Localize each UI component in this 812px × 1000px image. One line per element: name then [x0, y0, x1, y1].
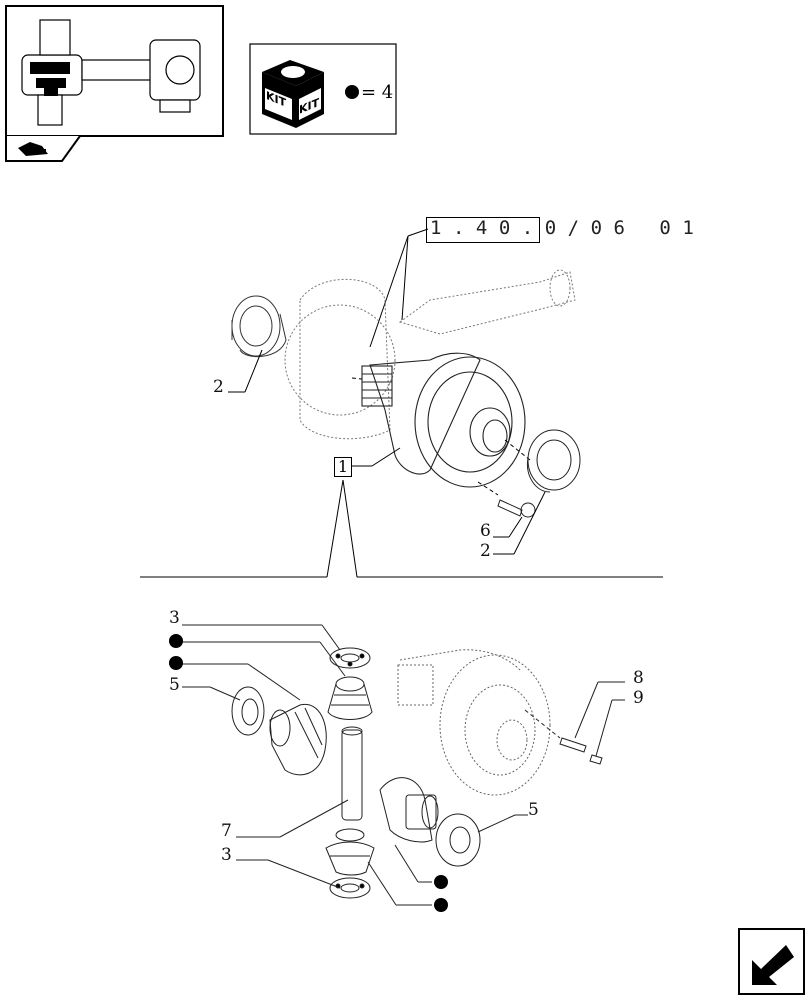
bearing-right[interactable]	[526, 429, 581, 493]
kit-bullet-3	[434, 875, 448, 889]
pin-9[interactable]	[589, 754, 603, 765]
callout-6[interactable]: 6	[480, 521, 491, 541]
pin-8[interactable]	[559, 737, 587, 753]
side-gear-right[interactable]	[379, 777, 439, 843]
thrust-washer-top[interactable]	[329, 647, 371, 669]
axle-assembly-thumbnail[interactable]	[5, 5, 224, 162]
side-gear-washer-left[interactable]	[231, 686, 265, 736]
tractor-tab-icon	[18, 142, 48, 156]
reference-code-frame	[426, 217, 540, 243]
kit-bullet-2	[169, 656, 183, 670]
next-page-arrow-icon[interactable]	[738, 928, 805, 995]
callout-9[interactable]: 9	[633, 688, 644, 708]
planet-gear-bottom[interactable]	[325, 828, 375, 876]
planet-gear-top[interactable]	[327, 676, 373, 720]
bolt-6[interactable]	[497, 499, 536, 518]
kit-box-icon	[262, 60, 324, 128]
callout-5-left[interactable]: 5	[169, 675, 180, 695]
kit-bullet-1	[169, 634, 183, 648]
kit-quantity: = 4	[361, 82, 394, 103]
callout-3-bottom[interactable]: 3	[221, 845, 232, 865]
callout-7[interactable]: 7	[221, 821, 232, 841]
callout-1[interactable]: 1	[334, 457, 352, 477]
differential-housing-phantom	[397, 649, 551, 796]
callout-3-top[interactable]: 3	[169, 608, 180, 628]
callout-2-right[interactable]: 2	[480, 541, 491, 561]
callout-5-right[interactable]: 5	[528, 800, 539, 820]
side-gear-left[interactable]	[269, 703, 327, 776]
reference-code: 1.40.0/06 01	[430, 217, 706, 239]
thrust-washer-bottom[interactable]	[329, 877, 371, 899]
kit-bullet-4	[434, 898, 448, 912]
callout-2-left[interactable]: 2	[213, 377, 224, 397]
kit-bullet-dot	[345, 85, 359, 99]
callout-8[interactable]: 8	[633, 668, 644, 688]
differential-housing[interactable]	[361, 352, 526, 488]
bearing-left[interactable]	[231, 295, 287, 358]
side-gear-washer-right[interactable]	[435, 813, 481, 867]
cross-shaft-7[interactable]	[341, 726, 363, 821]
